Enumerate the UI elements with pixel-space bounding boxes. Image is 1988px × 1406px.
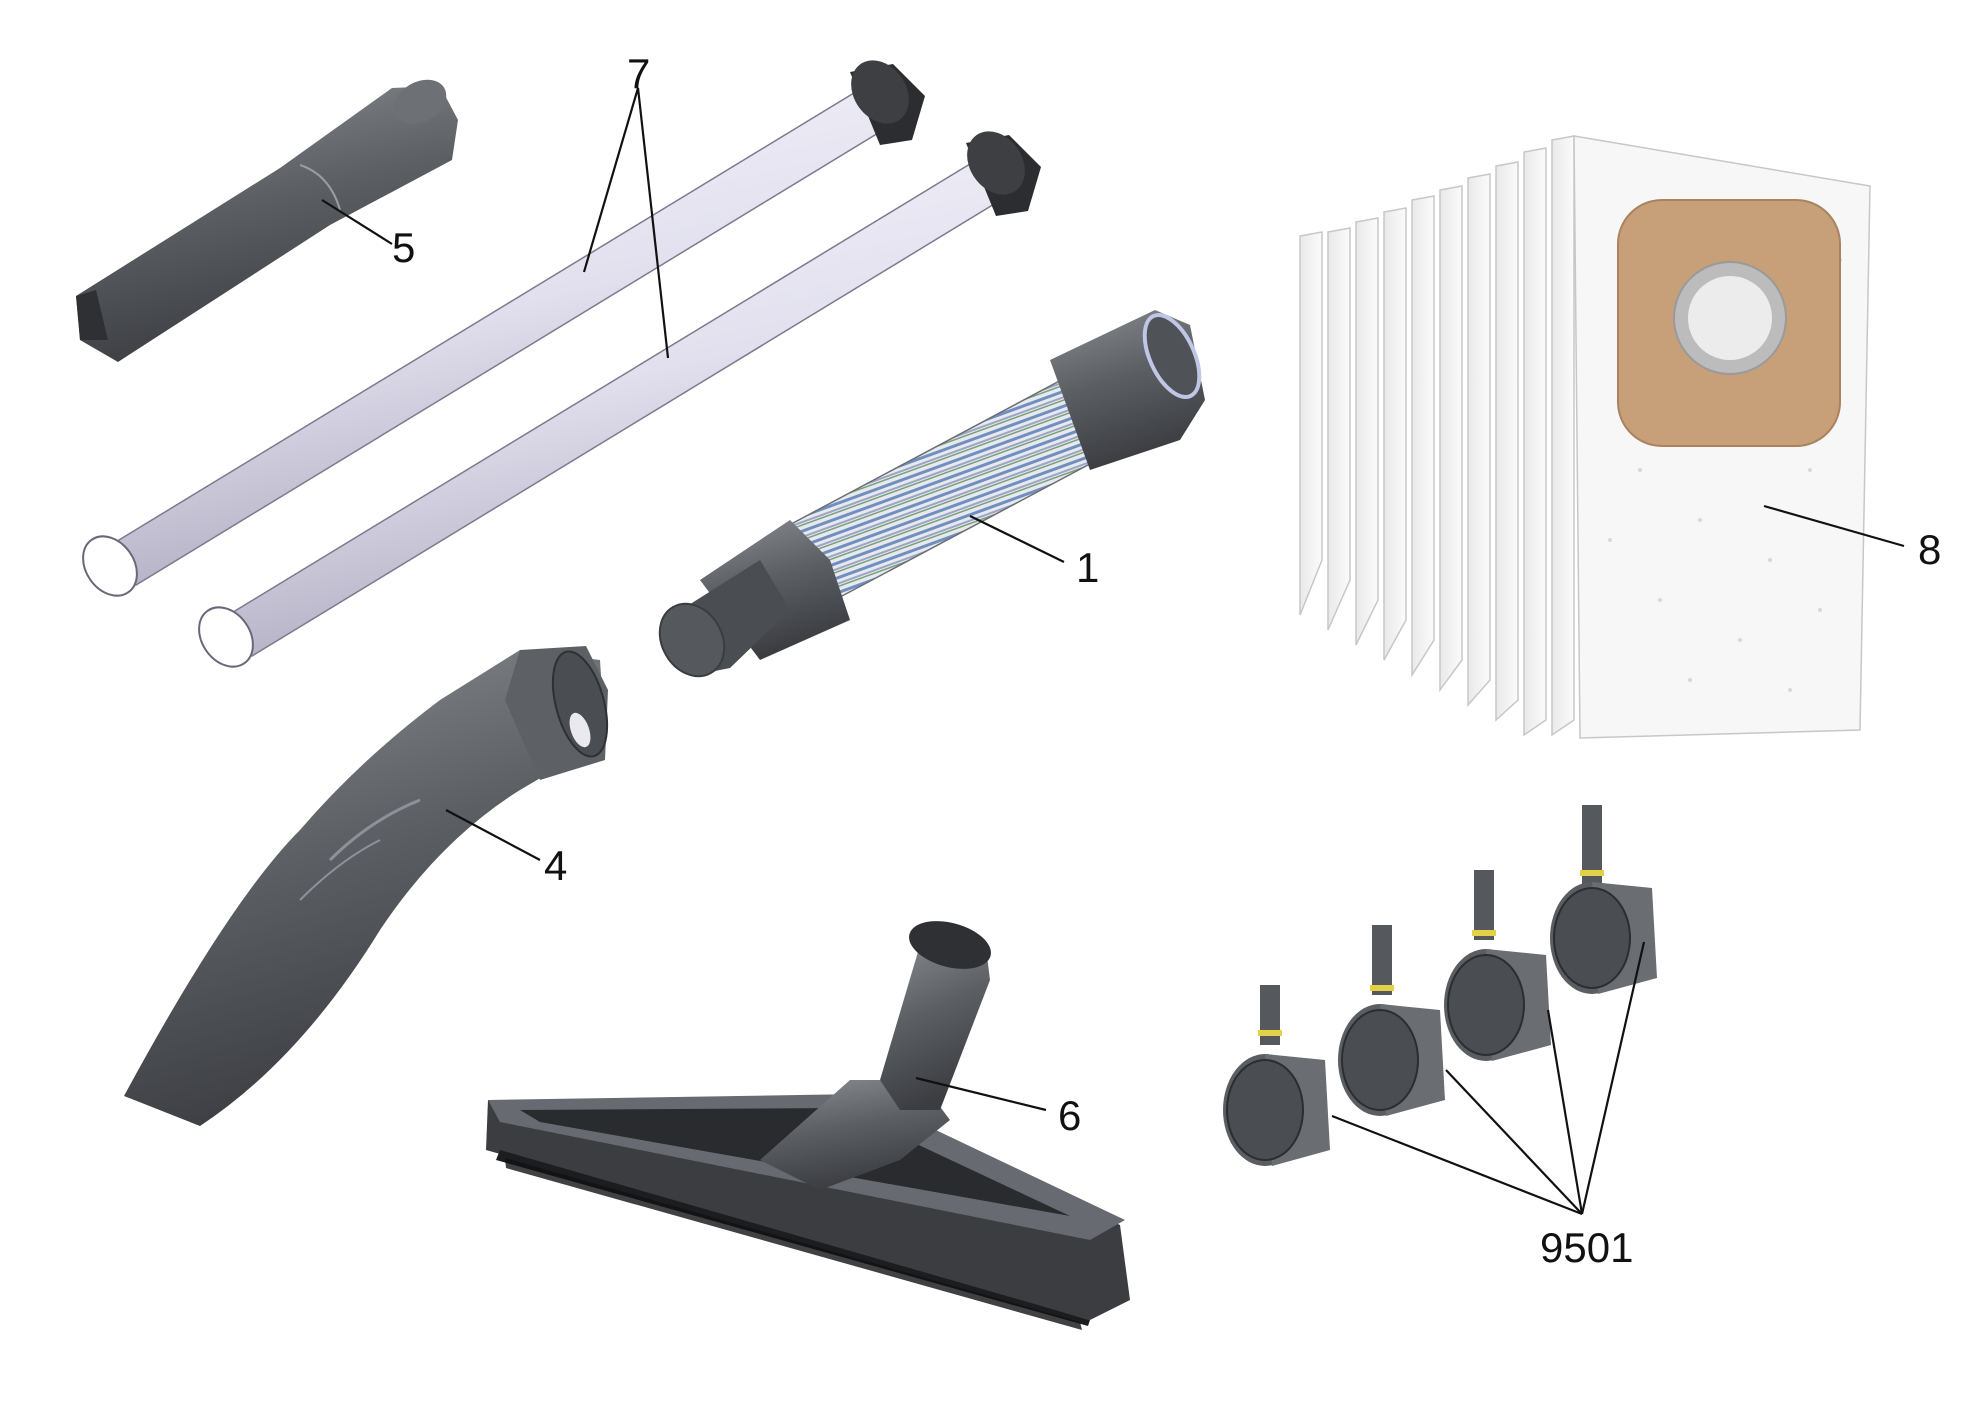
callout-9501: 9501 — [1540, 1224, 1633, 1271]
castor-3-icon — [1444, 870, 1551, 1061]
floor-nozzle-icon — [486, 921, 1130, 1330]
callout-7: 7 — [627, 50, 650, 97]
castor-2-icon — [1338, 925, 1445, 1116]
callout-4: 4 — [544, 842, 567, 889]
filter-bags-icon — [1299, 135, 1871, 739]
suction-tube-lower-icon — [198, 131, 1041, 668]
suction-tube-upper-icon — [82, 60, 925, 597]
castor-1-icon — [1223, 985, 1330, 1166]
castor-wheels-icon — [1223, 805, 1657, 1166]
castor-4-icon — [1550, 805, 1657, 994]
callout-1: 1 — [1076, 544, 1099, 591]
curved-elbow-icon — [124, 646, 609, 1126]
callout-8: 8 — [1918, 526, 1941, 573]
crevice-nozzle-icon — [76, 79, 458, 362]
callout-5: 5 — [392, 224, 415, 271]
callout-6: 6 — [1058, 1092, 1081, 1139]
flexible-hose-icon — [658, 310, 1205, 678]
leader-lines — [321, 87, 1905, 1216]
